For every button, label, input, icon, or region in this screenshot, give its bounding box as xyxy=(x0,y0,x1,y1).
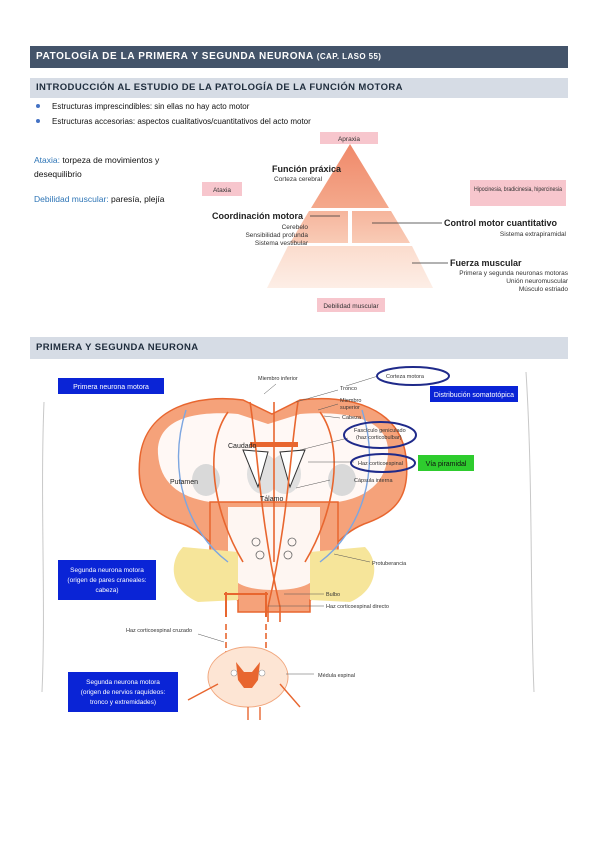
svg-text:Putamen: Putamen xyxy=(170,479,198,486)
coordination-title: Coordinación motora xyxy=(212,211,304,221)
pyramid-tier-coordination xyxy=(290,211,348,243)
svg-text:Sensibilidad profunda: Sensibilidad profunda xyxy=(245,232,308,239)
svg-text:Cabeza: Cabeza xyxy=(342,415,362,421)
svg-text:(origen de pares craneales:: (origen de pares craneales: xyxy=(67,577,146,584)
putamen-left xyxy=(192,464,220,496)
pyramidal-box xyxy=(418,455,474,471)
weakness-note: Debilidad muscular: paresía, plejía xyxy=(34,194,165,204)
first-neuron-box xyxy=(58,378,164,394)
bullet-icon xyxy=(36,119,40,123)
somatotopic-box xyxy=(430,386,518,402)
pons-right xyxy=(310,547,375,602)
ataxia-box xyxy=(202,182,242,196)
svg-text:tronco y extremidades): tronco y extremidades) xyxy=(90,699,156,706)
weakness-term: Debilidad muscular: xyxy=(34,194,109,204)
svg-text:Médula espinal: Médula espinal xyxy=(318,673,355,679)
svg-text:Haz corticoespinal directo: Haz corticoespinal directo xyxy=(326,604,389,610)
svg-text:(origen de nervios raquídeos:: (origen de nervios raquídeos: xyxy=(81,689,166,696)
second-neuron-cranial-box xyxy=(58,560,156,600)
svg-text:Protuberancia: Protuberancia xyxy=(372,561,407,567)
svg-text:Cápsula interna: Cápsula interna xyxy=(354,478,393,484)
svg-text:(haz corticobulbar): (haz corticobulbar) xyxy=(356,435,402,441)
second-neuron-spinal-box xyxy=(68,672,178,712)
svg-text:Primera neurona motora: Primera neurona motora xyxy=(73,384,149,391)
ataxia-term: Ataxia: xyxy=(34,155,60,165)
motor-pathway-diagram: Miembro inferior Tronco Miembro superior… xyxy=(41,366,535,720)
svg-text:Haz corticoespinal cruzado: Haz corticoespinal cruzado xyxy=(126,628,192,634)
svg-text:Vía piramidal: Vía piramidal xyxy=(426,461,467,468)
weakness-label: Debilidad muscular xyxy=(323,303,379,310)
svg-text:superior: superior xyxy=(340,405,360,411)
svg-text:Corteza motora: Corteza motora xyxy=(386,374,425,380)
svg-text:Segunda neurona motora: Segunda neurona motora xyxy=(70,567,144,574)
svg-text:Distribución somatotópica: Distribución somatotópica xyxy=(434,392,514,399)
pyramid-tier-quantitative xyxy=(352,211,410,243)
list-item: Estructuras imprescindibles: sin ellas n… xyxy=(30,99,311,114)
ataxia-note: Ataxia: torpeza de movimientos y desequi… xyxy=(34,155,160,179)
geniculate-highlight xyxy=(343,421,417,449)
pons-left xyxy=(173,547,238,602)
svg-text:Caudado: Caudado xyxy=(228,443,257,450)
svg-text:Bulbo: Bulbo xyxy=(326,592,340,598)
spinal-gray-matter xyxy=(236,662,260,688)
force-title: Fuerza muscular xyxy=(450,258,522,268)
svg-text:cabeza): cabeza) xyxy=(95,587,118,594)
praxis-sub: Corteza cerebral xyxy=(274,176,323,183)
svg-text:Primera y segunda neuronas mot: Primera y segunda neuronas motoras xyxy=(459,270,569,277)
intro-bullet-list: Estructuras imprescindibles: sin ellas n… xyxy=(30,99,311,129)
svg-text:Tronco: Tronco xyxy=(340,386,357,392)
svg-text:Músculo estriado: Músculo estriado xyxy=(519,286,569,293)
chapter-reference: (CAP. LASO 55) xyxy=(316,52,382,61)
svg-text:Sistema vestibular: Sistema vestibular xyxy=(255,240,309,247)
page-title-band: PATOLOGÍA DE LA PRIMERA Y SEGUNDA NEURON… xyxy=(30,46,568,68)
svg-text:Cerebelo: Cerebelo xyxy=(282,224,309,231)
svg-text:Segunda neurona motora: Segunda neurona motora xyxy=(86,679,160,686)
apraxia-box xyxy=(320,132,378,144)
svg-text:Unión neuromuscular: Unión neuromuscular xyxy=(506,278,569,285)
list-item: Estructuras accesorias: aspectos cualita… xyxy=(30,114,311,129)
svg-text:Miembro inferior: Miembro inferior xyxy=(258,376,298,382)
quantitative-title: Control motor cuantitativo xyxy=(444,218,557,228)
svg-text:Haz corticoespinal: Haz corticoespinal xyxy=(358,461,403,467)
hypokinesia-label: Hipocinesia, bradicinesia, hipercinesia xyxy=(474,186,562,193)
svg-text:Fascículo geniculado: Fascículo geniculado xyxy=(354,428,406,434)
pyramid-tier-force xyxy=(267,246,433,288)
putamen-right xyxy=(328,464,356,496)
svg-text:Tálamo: Tálamo xyxy=(260,496,283,503)
pyramid-tier-praxis xyxy=(311,144,389,208)
svg-text:Miembro: Miembro xyxy=(340,398,361,404)
weakness-box xyxy=(317,298,385,312)
corticospinal-highlight xyxy=(350,453,416,473)
bullet-icon xyxy=(36,104,40,108)
neurons-section-title: PRIMERA Y SEGUNDA NEURONA xyxy=(30,337,568,359)
intro-section-title: INTRODUCCIÓN AL ESTUDIO DE LA PATOLOGÍA … xyxy=(30,78,568,98)
apraxia-label: Apraxia xyxy=(338,136,360,143)
motor-cortex-highlight xyxy=(376,366,450,386)
page-title: PATOLOGÍA DE LA PRIMERA Y SEGUNDA NEURON… xyxy=(36,51,314,62)
ataxia-label: Ataxia xyxy=(213,187,231,194)
hypokinesia-box xyxy=(470,180,566,206)
praxis-title: Función práxica xyxy=(272,164,342,174)
svg-text:Sistema extrapiramidal: Sistema extrapiramidal xyxy=(500,231,567,238)
motor-function-pyramid: Apraxia Debilidad muscular Ataxia Hipoci… xyxy=(202,132,569,312)
